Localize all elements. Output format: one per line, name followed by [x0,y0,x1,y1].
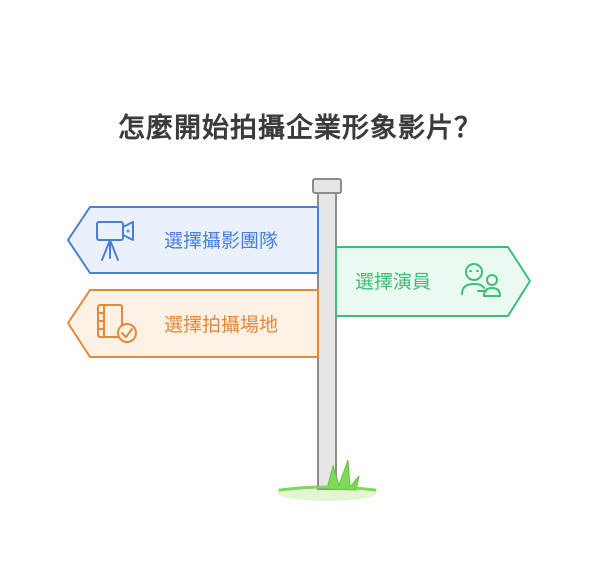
sign-label-camera-team: 選擇攝影團隊 [164,230,278,252]
pole-cap [312,178,342,194]
people-icon [461,263,501,297]
sign-camera-team[interactable]: 選擇攝影團隊 [67,206,319,274]
film-check-icon [97,304,137,343]
diagram-title: 怎麼開始拍攝企業形象影片？ [118,113,482,144]
signpost-pole [317,192,337,490]
sign-label-location: 選擇拍攝場地 [164,314,278,336]
sign-board-actors [335,246,531,317]
sign-label-actors: 選擇演員 [355,271,431,293]
sign-location[interactable]: 選擇拍攝場地 [67,289,319,358]
sign-actors[interactable]: 選擇演員 [335,246,531,317]
video-camera-icon [96,221,134,261]
grass-base [278,485,377,492]
